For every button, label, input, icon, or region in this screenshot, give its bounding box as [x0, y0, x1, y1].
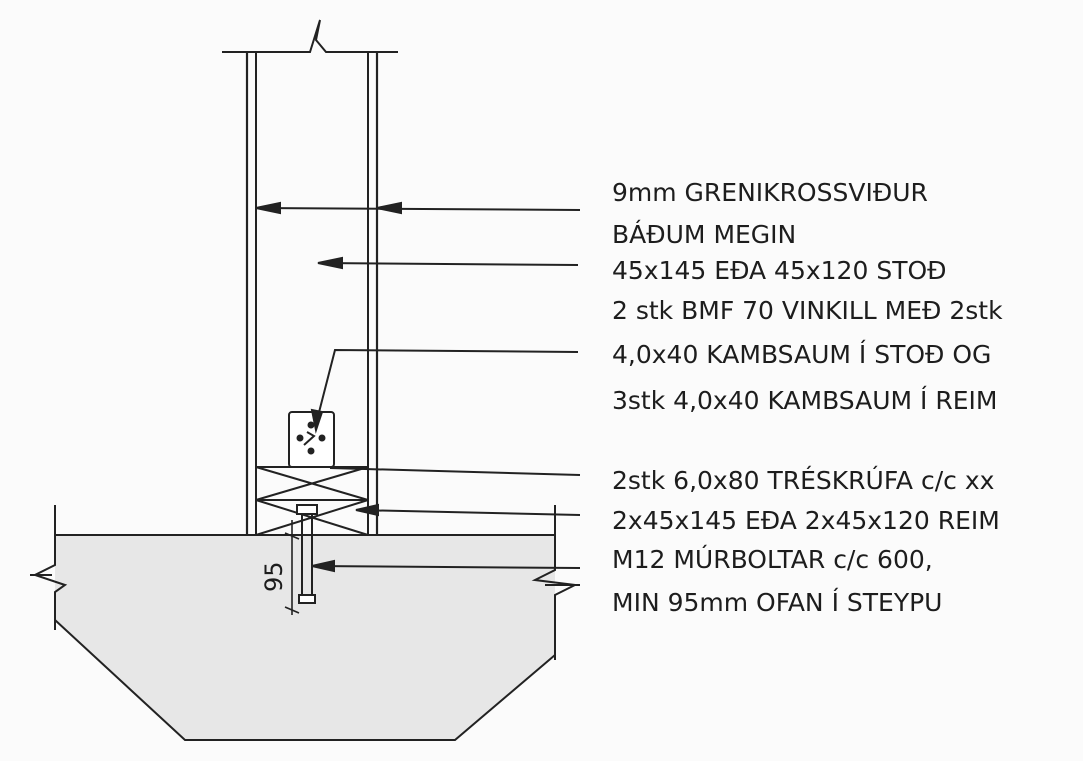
- break-symbol-left: [32, 505, 68, 630]
- concrete-foundation: [30, 505, 580, 741]
- label-bracket-line1: 2 stk BMF 70 VINKILL MEÐ 2stk: [612, 296, 1003, 325]
- break-symbol-right: [531, 505, 579, 660]
- label-bracket-line2: 4,0x40 KAMBSAUM Í STOÐ OG: [612, 340, 992, 369]
- label-sole-plate: 2x45x145 EÐA 2x45x120 REIM: [612, 506, 1000, 535]
- label-anchor-line1: M12 MÚRBOLTAR c/c 600,: [612, 545, 933, 574]
- label-anchor-line2: MIN 95mm OFAN Í STEYPU: [612, 588, 943, 617]
- break-symbol-top: [222, 19, 398, 53]
- leader-lines: [255, 201, 581, 573]
- label-bracket-line3: 3stk 4,0x40 KAMBSAUM Í REIM: [612, 386, 998, 415]
- dimension-95: [284, 520, 300, 615]
- label-stud: 45x145 EÐA 45x120 STOÐ: [612, 256, 947, 285]
- label-screw: 2stk 6,0x80 TRÉSKRÚFA c/c xx: [612, 466, 995, 495]
- angle-bracket: [288, 411, 335, 468]
- label-plywood-line1: 9mm GRENIKROSSVIÐUR: [612, 178, 928, 207]
- anchor-bolt: [296, 504, 318, 604]
- label-plywood-line2: BÁÐUM MEGIN: [612, 220, 797, 249]
- dimension-label: 95: [260, 561, 288, 592]
- stud-wall: [222, 19, 398, 535]
